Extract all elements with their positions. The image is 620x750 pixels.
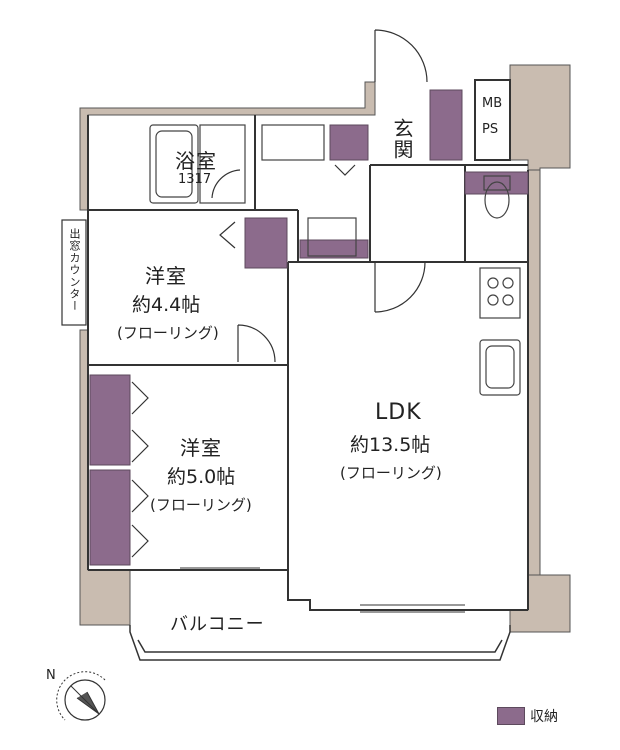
closet-doors xyxy=(131,221,236,558)
entrance-label: 玄関 xyxy=(390,118,414,160)
storage-legend-swatch xyxy=(497,707,525,725)
western2-name: 洋室 xyxy=(180,436,222,460)
ps-label: PS xyxy=(482,122,499,137)
ldk-floor: (フローリング) xyxy=(340,464,442,482)
bath-size-label: 1317 xyxy=(178,172,212,187)
balcony-label: バルコニー xyxy=(170,614,265,635)
western1-name: 洋室 xyxy=(145,264,187,288)
bath-fixtures xyxy=(149,124,521,396)
balcony xyxy=(129,625,511,661)
doors xyxy=(211,29,428,363)
western1-floor: (フローリング) xyxy=(117,324,219,342)
bath-label: 浴室 xyxy=(175,149,217,173)
storage-areas xyxy=(89,89,529,566)
ldk-area: 約13.5帖 xyxy=(350,434,431,456)
storage-legend-label: 収納 xyxy=(530,709,558,725)
window-counter-label: 出窓カウンター xyxy=(68,228,81,312)
mb-label: MB xyxy=(482,96,503,111)
window-counter xyxy=(61,219,87,326)
western2-area: 約5.0帖 xyxy=(167,466,236,488)
exterior-walls xyxy=(79,64,571,633)
western2-floor: (フローリング) xyxy=(150,496,252,514)
compass-label: N xyxy=(46,668,56,683)
western1-area: 約4.4帖 xyxy=(132,294,201,316)
north-arrow-icon xyxy=(56,671,106,721)
ldk-name: LDK xyxy=(375,400,422,425)
windows xyxy=(180,567,465,613)
